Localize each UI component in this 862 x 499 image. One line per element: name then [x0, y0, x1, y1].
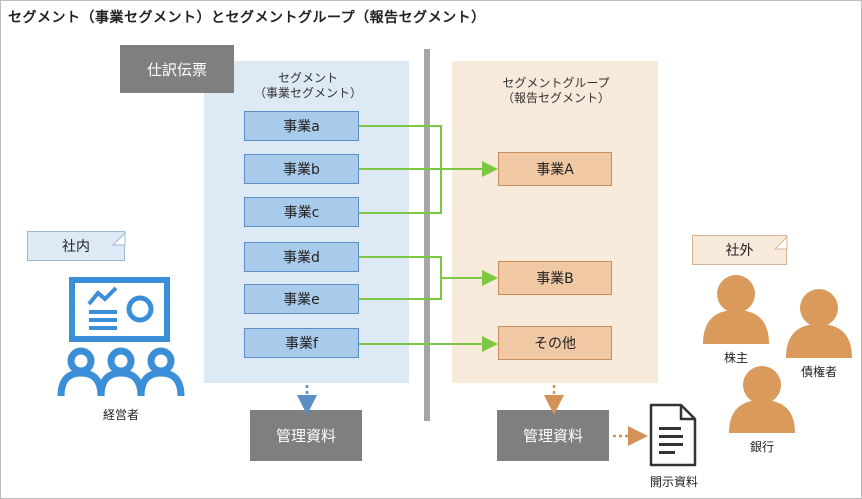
segment-box-f: 事業f [244, 328, 359, 358]
management-report-box-left: 管理資料 [250, 410, 362, 461]
group-box-a: 事業A [498, 152, 612, 186]
shareholder-label: 株主 [723, 351, 748, 365]
segment-header-line2: （事業セグメント） [253, 86, 362, 100]
group-box-b: 事業B [498, 261, 612, 295]
group-header-line2: （報告セグメント） [501, 91, 610, 105]
connectors-to-group-b [359, 256, 498, 300]
segment-box-b: 事業b [244, 154, 359, 184]
group-header-line1: セグメントグループ [502, 76, 610, 90]
segment-header-line1: セグメント [277, 71, 338, 85]
creditor-label: 債権者 [800, 365, 837, 379]
creditor-person-icon [786, 289, 852, 358]
diagram-title: セグメント（事業セグメント）とセグメントグループ（報告セグメント） [8, 10, 486, 26]
dashboard-board-icon [69, 277, 170, 342]
connectors-to-group-a [359, 125, 498, 214]
segment-box-c: 事業c [244, 197, 359, 227]
segment-box-a: 事業a [244, 111, 359, 141]
group-header: セグメントグループ （報告セグメント） [471, 76, 641, 106]
segment-box-e: 事業e [244, 284, 359, 314]
internal-tag: 社内 [27, 231, 125, 261]
bank-person-icon [729, 366, 795, 433]
management-report-box-right: 管理資料 [497, 410, 609, 461]
shareholder-person-icon [703, 275, 769, 344]
executive-label: 経営者 [102, 408, 139, 422]
divider-line [424, 49, 430, 421]
executives-group-icon [57, 347, 185, 397]
bank-label: 銀行 [749, 440, 774, 454]
document-icon [649, 403, 697, 467]
internal-tag-fold [111, 231, 126, 246]
journal-voucher-box: 仕訳伝票 [120, 45, 234, 93]
external-tag-fold [773, 235, 788, 250]
segment-header: セグメント （事業セグメント） [223, 71, 393, 101]
segment-box-d: 事業d [244, 242, 359, 272]
group-box-other: その他 [498, 326, 612, 360]
disclosure-label: 開示資料 [649, 475, 698, 489]
external-tag: 社外 [692, 235, 787, 265]
